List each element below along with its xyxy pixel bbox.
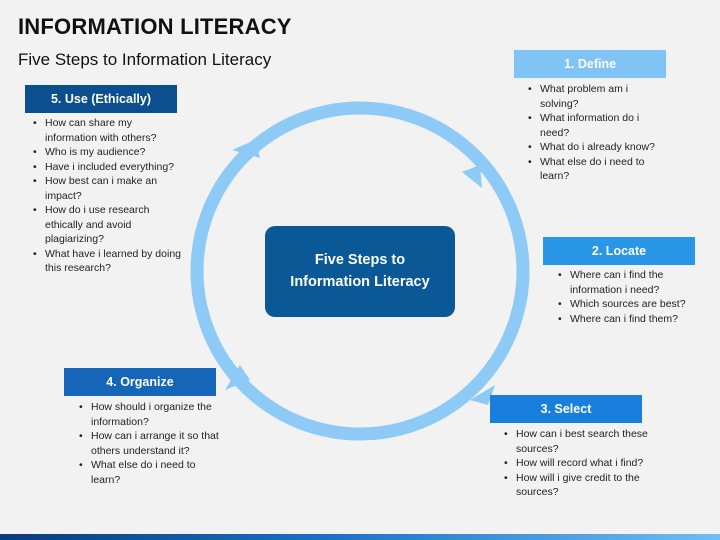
step-use-item: How best can i make an impact? bbox=[31, 174, 181, 203]
step-use-item: How do i use research ethically and avoi… bbox=[31, 203, 181, 247]
cycle-arrow-top-right bbox=[462, 165, 482, 188]
bottom-accent-bar bbox=[0, 534, 720, 540]
center-box: Five Steps to Information Literacy bbox=[265, 226, 455, 317]
step-select-item: How will record what i find? bbox=[502, 456, 652, 471]
step-define-item: What else do i need to learn? bbox=[526, 155, 666, 184]
page-subtitle: Five Steps to Information Literacy bbox=[18, 50, 272, 69]
center-line-2: Information Literacy bbox=[290, 273, 430, 290]
step-use-item: What have i learned by doing this resear… bbox=[31, 247, 181, 276]
cycle-arrow-bottom-left bbox=[225, 365, 250, 390]
step-use-header: 5. Use (Ethically) bbox=[25, 85, 177, 113]
step-define-header: 1. Define bbox=[514, 50, 666, 78]
step-define-item: What problem am i solving? bbox=[526, 82, 666, 111]
step-define-item: What information do i need? bbox=[526, 111, 666, 140]
step-use-item: Have i included everything? bbox=[31, 160, 181, 175]
step-locate-list: Where can i find the information i need?… bbox=[556, 268, 706, 326]
step-select-list: How can i best search these sources? How… bbox=[502, 427, 652, 500]
step-organize-list: How should i organize the information? H… bbox=[77, 400, 222, 487]
step-locate-item: Which sources are best? bbox=[556, 297, 706, 312]
step-organize-header: 4. Organize bbox=[64, 368, 216, 396]
cycle-arrow-top-left bbox=[232, 140, 260, 158]
step-organize-item: How should i organize the information? bbox=[77, 400, 222, 429]
step-use-list: How can share my information with others… bbox=[31, 116, 181, 276]
step-select-item: How can i best search these sources? bbox=[502, 427, 652, 456]
step-use-item: Who is my audience? bbox=[31, 145, 181, 160]
step-organize-item: How can i arrange it so that others unde… bbox=[77, 429, 222, 458]
step-locate-item: Where can i find them? bbox=[556, 312, 706, 327]
step-select-header: 3. Select bbox=[490, 395, 642, 423]
page-title: INFORMATION LITERACY bbox=[18, 14, 292, 39]
step-use-item: How can share my information with others… bbox=[31, 116, 181, 145]
step-define-item: What do i already know? bbox=[526, 140, 666, 155]
step-organize-item: What else do i need to learn? bbox=[77, 458, 222, 487]
cycle-circle bbox=[190, 101, 530, 441]
step-locate-item: Where can i find the information i need? bbox=[556, 268, 706, 297]
step-select-item: How will i give credit to the sources? bbox=[502, 471, 652, 500]
center-line-1: Five Steps to bbox=[314, 252, 406, 269]
cycle-arrow-bottom-right bbox=[470, 385, 495, 405]
step-define-list: What problem am i solving? What informat… bbox=[526, 82, 666, 184]
step-locate-header: 2. Locate bbox=[543, 237, 695, 265]
